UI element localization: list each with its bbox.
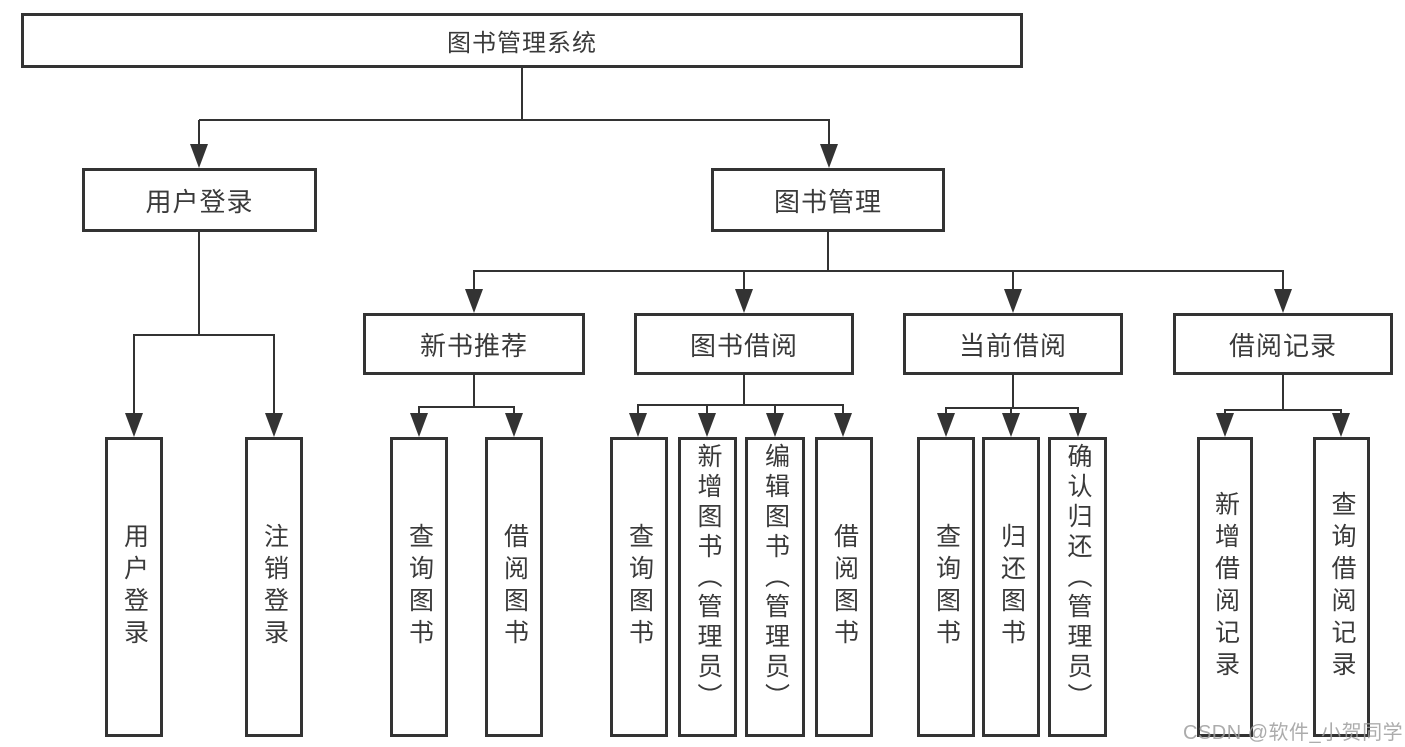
leaf-bb-query-books: 查询图书 — [610, 437, 668, 737]
leaf-bb-borrow-books-label: 借阅图书 — [830, 523, 859, 651]
connector-bb-drop-3 — [774, 405, 776, 415]
leaf-bb-add-books-admin-label: 新增图书（管理员） — [694, 443, 722, 713]
leaf-cb-confirm-return-admin-label: 确认归还（管理员） — [1064, 443, 1092, 713]
connector-bb-drop-4 — [842, 405, 844, 415]
node-root: 图书管理系统 — [21, 13, 1023, 68]
arrowhead-bb-add — [698, 413, 716, 437]
leaf-bb-edit-books-admin: 编辑图书（管理员） — [745, 437, 805, 737]
connector-bb-drop-1 — [637, 405, 639, 415]
arrowhead-bb-borrow — [834, 413, 852, 437]
leaf-user-login: 用户登录 — [105, 437, 163, 737]
leaf-rec-borrow-books: 借阅图书 — [485, 437, 543, 737]
leaf-br-query-record-label: 查询借阅记录 — [1328, 491, 1356, 683]
node-borrow-records-label: 借阅记录 — [1228, 330, 1337, 361]
connector-cb-drop-3 — [1077, 408, 1079, 415]
connector-br-stem — [1282, 375, 1284, 410]
connector-cb-drop-2 — [1010, 408, 1012, 415]
connector-rec-drop-1 — [418, 407, 420, 415]
arrowhead-book-borrow — [735, 289, 753, 313]
leaf-cb-query-books-label: 查询图书 — [932, 523, 961, 651]
arrowhead-br-query — [1332, 413, 1350, 437]
arrowhead-bb-edit — [766, 413, 784, 437]
node-book-mgmt: 图书管理 — [711, 168, 945, 232]
leaf-cb-query-books: 查询图书 — [917, 437, 975, 737]
leaf-logout-label: 注销登录 — [260, 523, 289, 651]
connector-mgmt-drop-2 — [743, 271, 745, 291]
leaf-bb-edit-books-admin-label: 编辑图书（管理员） — [761, 443, 790, 713]
arrowhead-cb-return — [1002, 413, 1020, 437]
leaf-cb-return-books: 归还图书 — [982, 437, 1040, 737]
connector-br-drop-2 — [1340, 410, 1342, 415]
leaf-user-login-label: 用户登录 — [120, 523, 149, 651]
connector-bb-drop-2 — [706, 405, 708, 415]
node-book-mgmt-label: 图书管理 — [773, 186, 882, 217]
leaf-bb-add-books-admin: 新增图书（管理员） — [678, 437, 737, 737]
connector-rec-stem — [473, 375, 475, 407]
arrowhead-bb-query — [629, 413, 647, 437]
connector-root-drop-right — [828, 120, 830, 146]
connector-login-drop-right — [273, 335, 275, 413]
node-current-borrow: 当前借阅 — [903, 313, 1123, 375]
connector-root-drop-left — [198, 120, 200, 146]
node-book-borrow: 图书借阅 — [634, 313, 854, 375]
arrowhead-br-add — [1216, 413, 1234, 437]
connector-root-stem — [521, 68, 523, 120]
connector-br-rail — [1224, 409, 1342, 411]
arrowhead-cb-confirm — [1069, 413, 1087, 437]
connector-mgmt-drop-1 — [473, 271, 475, 291]
connector-rec-rail — [418, 406, 515, 408]
arrowhead-rec-query — [410, 413, 428, 437]
node-root-label: 图书管理系统 — [447, 30, 597, 57]
arrowhead-login-leaf — [125, 413, 143, 437]
arrowhead-book-mgmt — [820, 144, 838, 168]
node-borrow-records: 借阅记录 — [1173, 313, 1393, 375]
arrowhead-user-login — [190, 144, 208, 168]
connector-bb-stem — [743, 375, 745, 405]
connector-cb-drop-1 — [945, 408, 947, 415]
connector-mgmt-stem — [827, 232, 829, 271]
arrowhead-rec-borrow — [505, 413, 523, 437]
leaf-logout: 注销登录 — [245, 437, 303, 737]
arrowhead-current-borrow — [1004, 289, 1022, 313]
leaf-br-query-record: 查询借阅记录 — [1313, 437, 1370, 737]
connector-rec-drop-2 — [513, 407, 515, 415]
arrowhead-logout-leaf — [265, 413, 283, 437]
csdn-watermark: CSDN @软件_小贺同学 — [1183, 722, 1404, 744]
connector-login-drop-left — [133, 335, 135, 413]
connector-login-stem — [198, 232, 200, 335]
node-book-borrow-label: 图书借阅 — [689, 330, 798, 361]
connector-mgmt-drop-3 — [1012, 271, 1014, 291]
leaf-rec-borrow-books-label: 借阅图书 — [500, 523, 529, 651]
leaf-cb-return-books-label: 归还图书 — [997, 523, 1026, 651]
arrowhead-cb-query — [937, 413, 955, 437]
connector-mgmt-drop-4 — [1282, 271, 1284, 291]
node-current-borrow-label: 当前借阅 — [958, 330, 1067, 361]
connector-br-drop-1 — [1224, 410, 1226, 415]
node-new-book-rec: 新书推荐 — [363, 313, 585, 375]
leaf-rec-query-books-label: 查询图书 — [405, 523, 434, 651]
leaf-bb-query-books-label: 查询图书 — [625, 523, 654, 651]
node-new-book-rec-label: 新书推荐 — [419, 330, 528, 361]
node-user-login-label: 用户登录 — [145, 186, 254, 217]
arrowhead-borrow-records — [1274, 289, 1292, 313]
node-user-login: 用户登录 — [82, 168, 317, 232]
leaf-cb-confirm-return-admin: 确认归还（管理员） — [1048, 437, 1107, 737]
connector-bb-rail — [637, 404, 844, 406]
leaf-rec-query-books: 查询图书 — [390, 437, 448, 737]
connector-cb-stem — [1012, 375, 1014, 408]
connector-cb-rail — [945, 407, 1079, 409]
arrowhead-new-book-rec — [465, 289, 483, 313]
connector-root-rail — [199, 119, 830, 121]
leaf-br-add-record: 新增借阅记录 — [1197, 437, 1253, 737]
connector-login-rail — [133, 334, 275, 336]
leaf-br-add-record-label: 新增借阅记录 — [1211, 491, 1240, 683]
connector-mgmt-rail — [473, 270, 1284, 272]
leaf-bb-borrow-books: 借阅图书 — [815, 437, 873, 737]
